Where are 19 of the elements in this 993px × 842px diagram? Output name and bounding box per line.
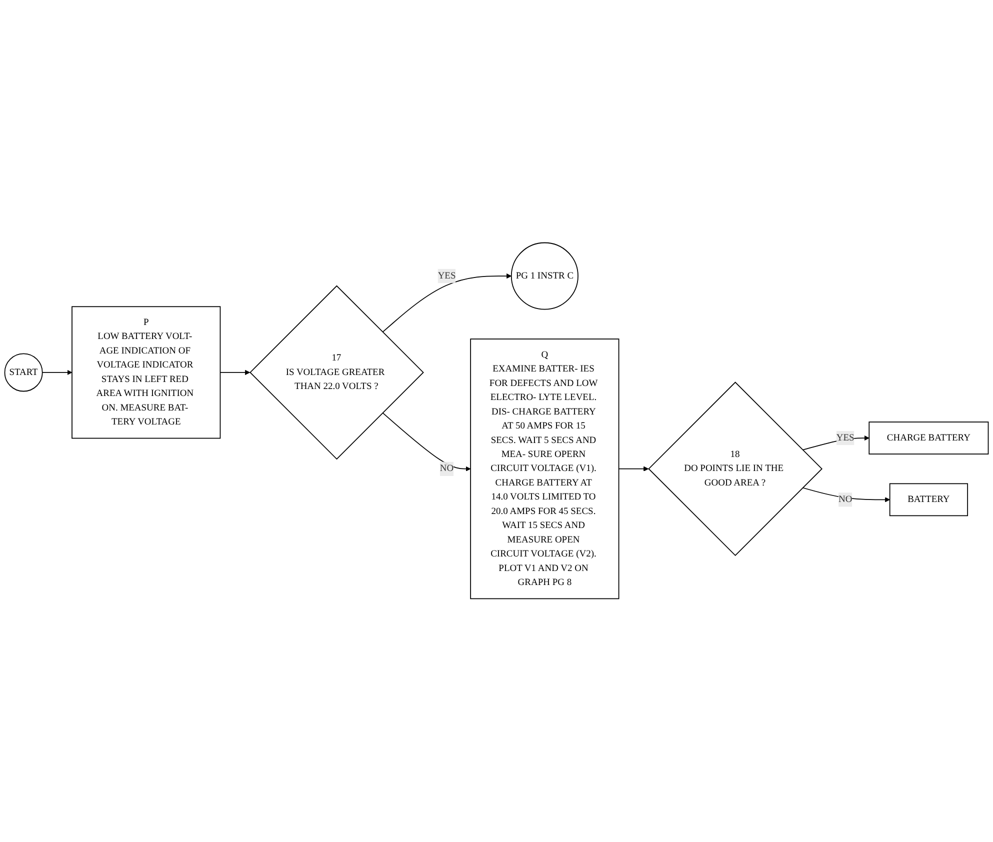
arrow	[802, 436, 870, 451]
arrow	[618, 466, 649, 472]
arrow	[802, 488, 890, 503]
arrow	[220, 370, 250, 376]
node-box: BATTERY	[889, 484, 968, 516]
arrow	[382, 274, 512, 333]
node-box: CHARGE BATTERY	[868, 422, 989, 455]
arrow	[42, 370, 72, 376]
node-circle: START	[4, 353, 43, 392]
edge-label: NO	[838, 494, 852, 505]
node-box: Q EXAMINE BATTER- IES FOR DEFECTS AND LOW ELECTRO- LYTE LEVEL. DIS- CHARGE BATTERY AT 50 AMPS FOR 15 SECS. WAIT 5 SECS AND MEA- SURE OPERN CIRCUIT VOLTAGE (V1). CHARGE BATTERY AT 14.0 VOLTS LIMITED TO 20.0 AMPS FOR 45 SECS. WAIT 15 SECS AND MEASURE OPEN CIRCUIT VOLTAGE (V2). PLOT V1 AND V2 ON GRAPH PG 8	[470, 338, 620, 600]
node-diamond: 17 IS VOLTAGE GREATER THAN 22.0 VOLTS ?	[250, 286, 424, 460]
arrow	[382, 412, 471, 472]
edge-label: YES	[836, 432, 854, 444]
node-diamond: 18 DO POINTS LIE IN THE GOOD AREA ?	[648, 382, 822, 556]
node-box: P LOW BATTERY VOLT- AGE INDICATION OF VOLTAGE INDICATOR STAYS IN LEFT RED AREA WITH IGNITION ON. MEASURE BAT- TERY VOLTAGE	[72, 306, 221, 439]
node-circle: PG 1 INSTR C	[510, 242, 578, 310]
edge-label: NO	[440, 464, 454, 474]
edge-label: YES	[438, 270, 456, 282]
